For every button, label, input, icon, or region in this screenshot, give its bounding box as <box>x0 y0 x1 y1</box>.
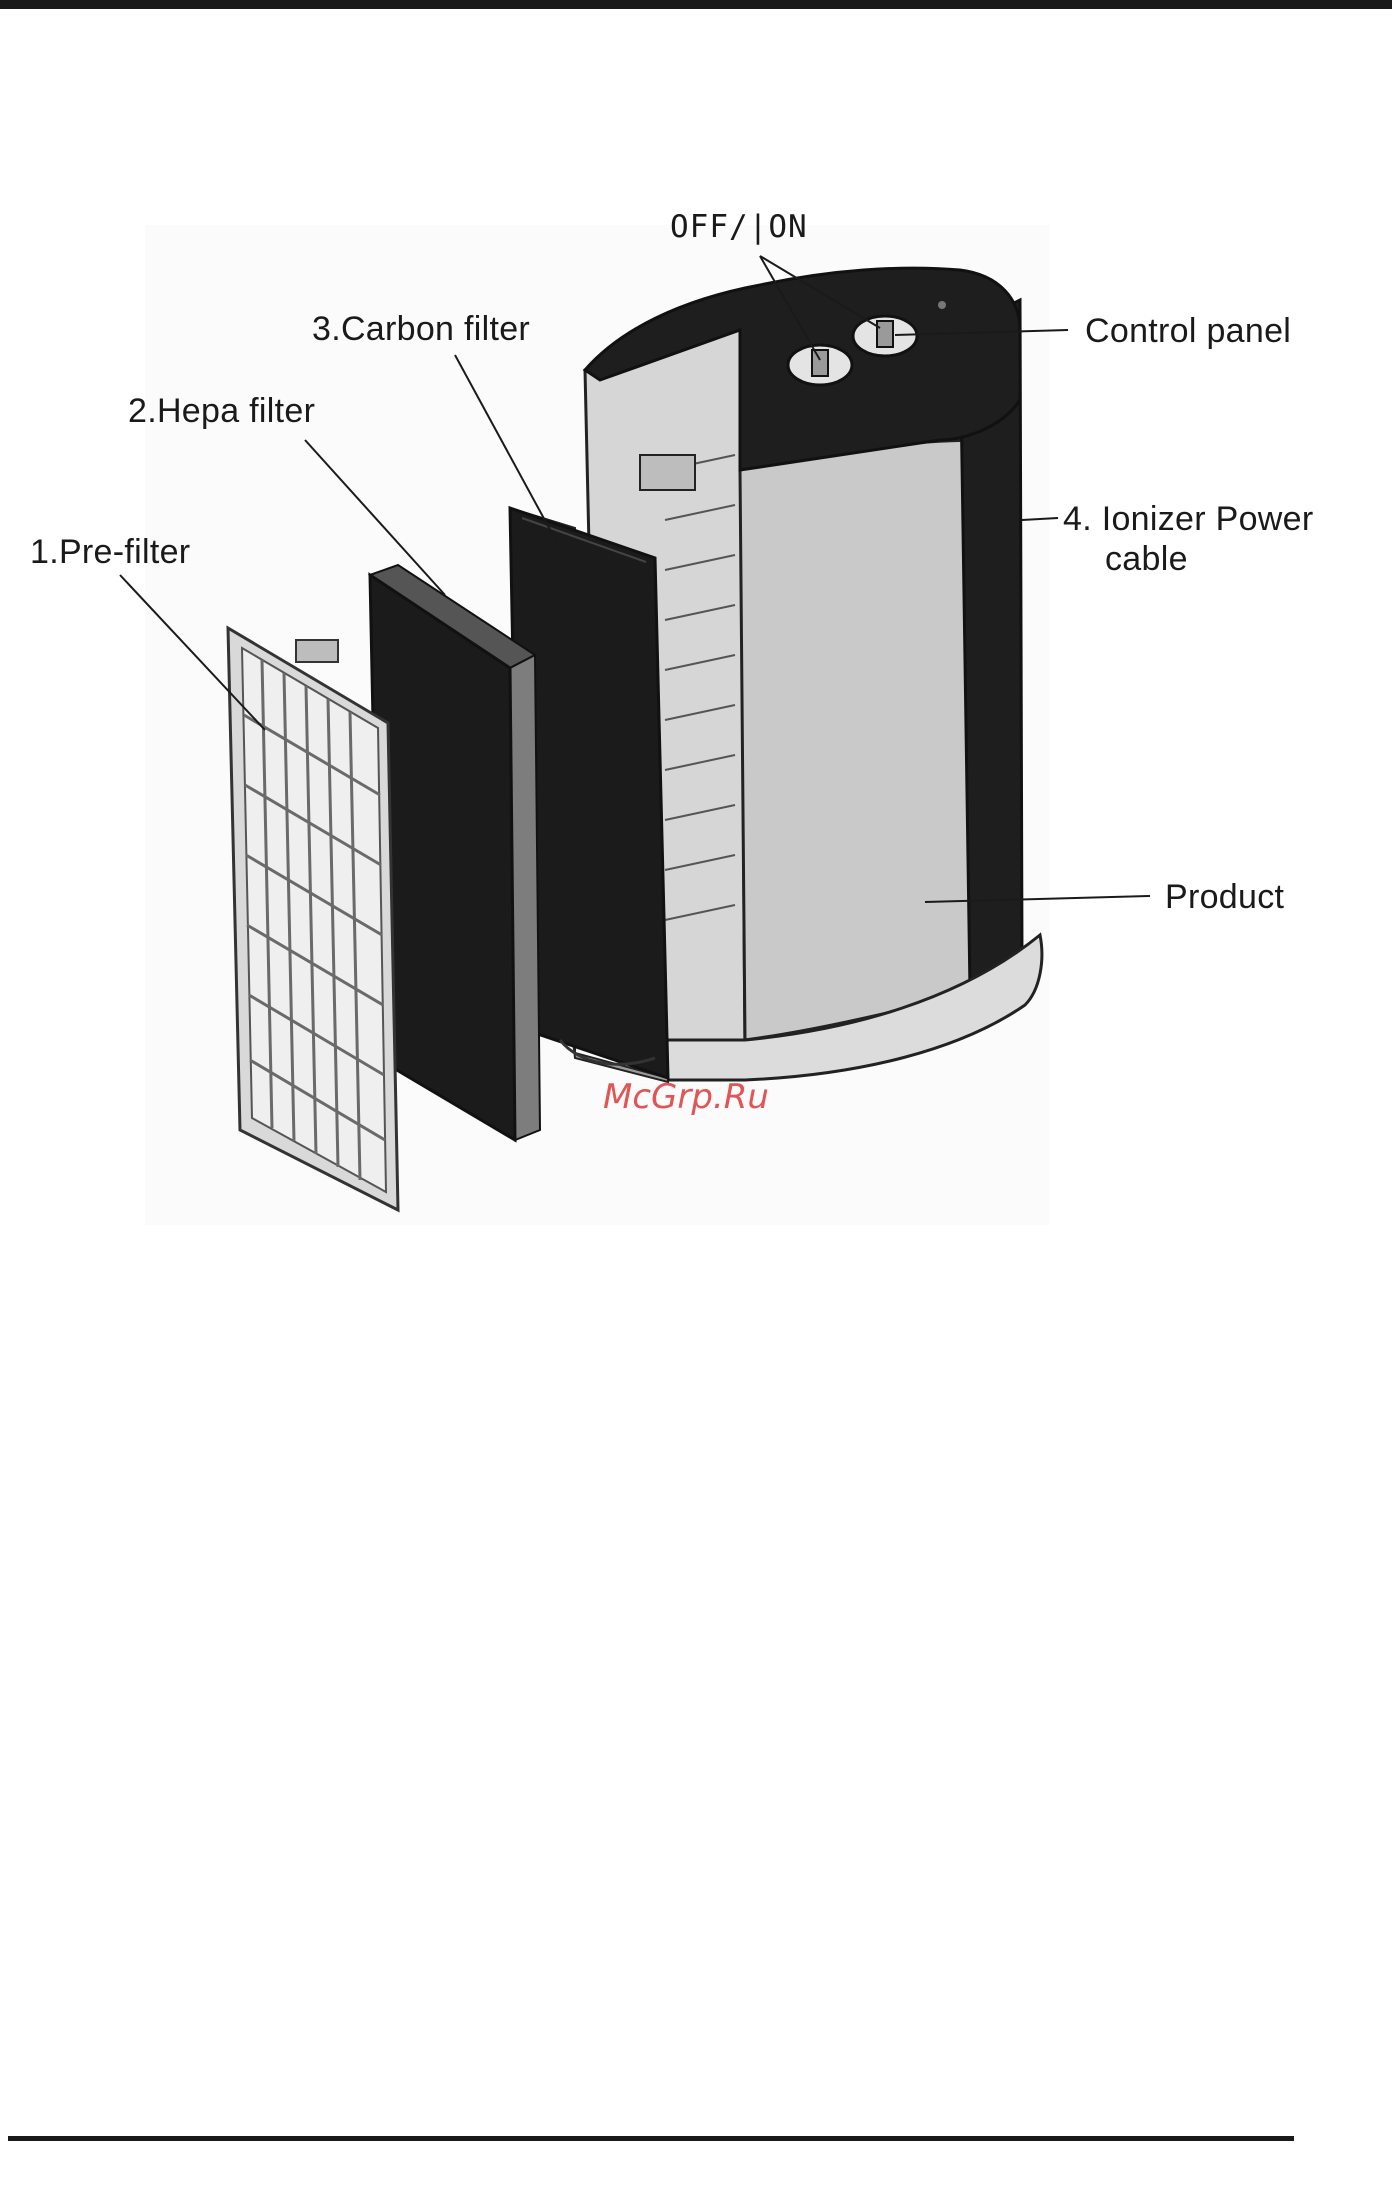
control-panel-label: Control panel <box>1085 312 1291 351</box>
carbon-filter-label: 3.Carbon filter <box>312 310 530 349</box>
switch-label: OFF/|ON <box>670 210 808 246</box>
ionizer-label-line2: cable <box>1105 540 1188 579</box>
ionizer-label-line1: 4. Ionizer Power <box>1063 500 1313 539</box>
cavity-clip <box>640 455 695 490</box>
knob-right-grip <box>877 321 893 347</box>
knob-left-grip <box>812 350 828 376</box>
watermark: McGrp.Ru <box>603 1077 769 1117</box>
indicator-light <box>938 301 946 309</box>
pre-filter-tab <box>296 640 338 662</box>
hepa-filter-label: 2.Hepa filter <box>128 392 315 431</box>
pre-filter-label: 1.Pre-filter <box>30 533 190 572</box>
product-label: Product <box>1165 878 1284 917</box>
housing-front-panel <box>740 440 985 1040</box>
pre-filter <box>228 628 398 1210</box>
page-bottom-rule <box>8 2136 1294 2141</box>
